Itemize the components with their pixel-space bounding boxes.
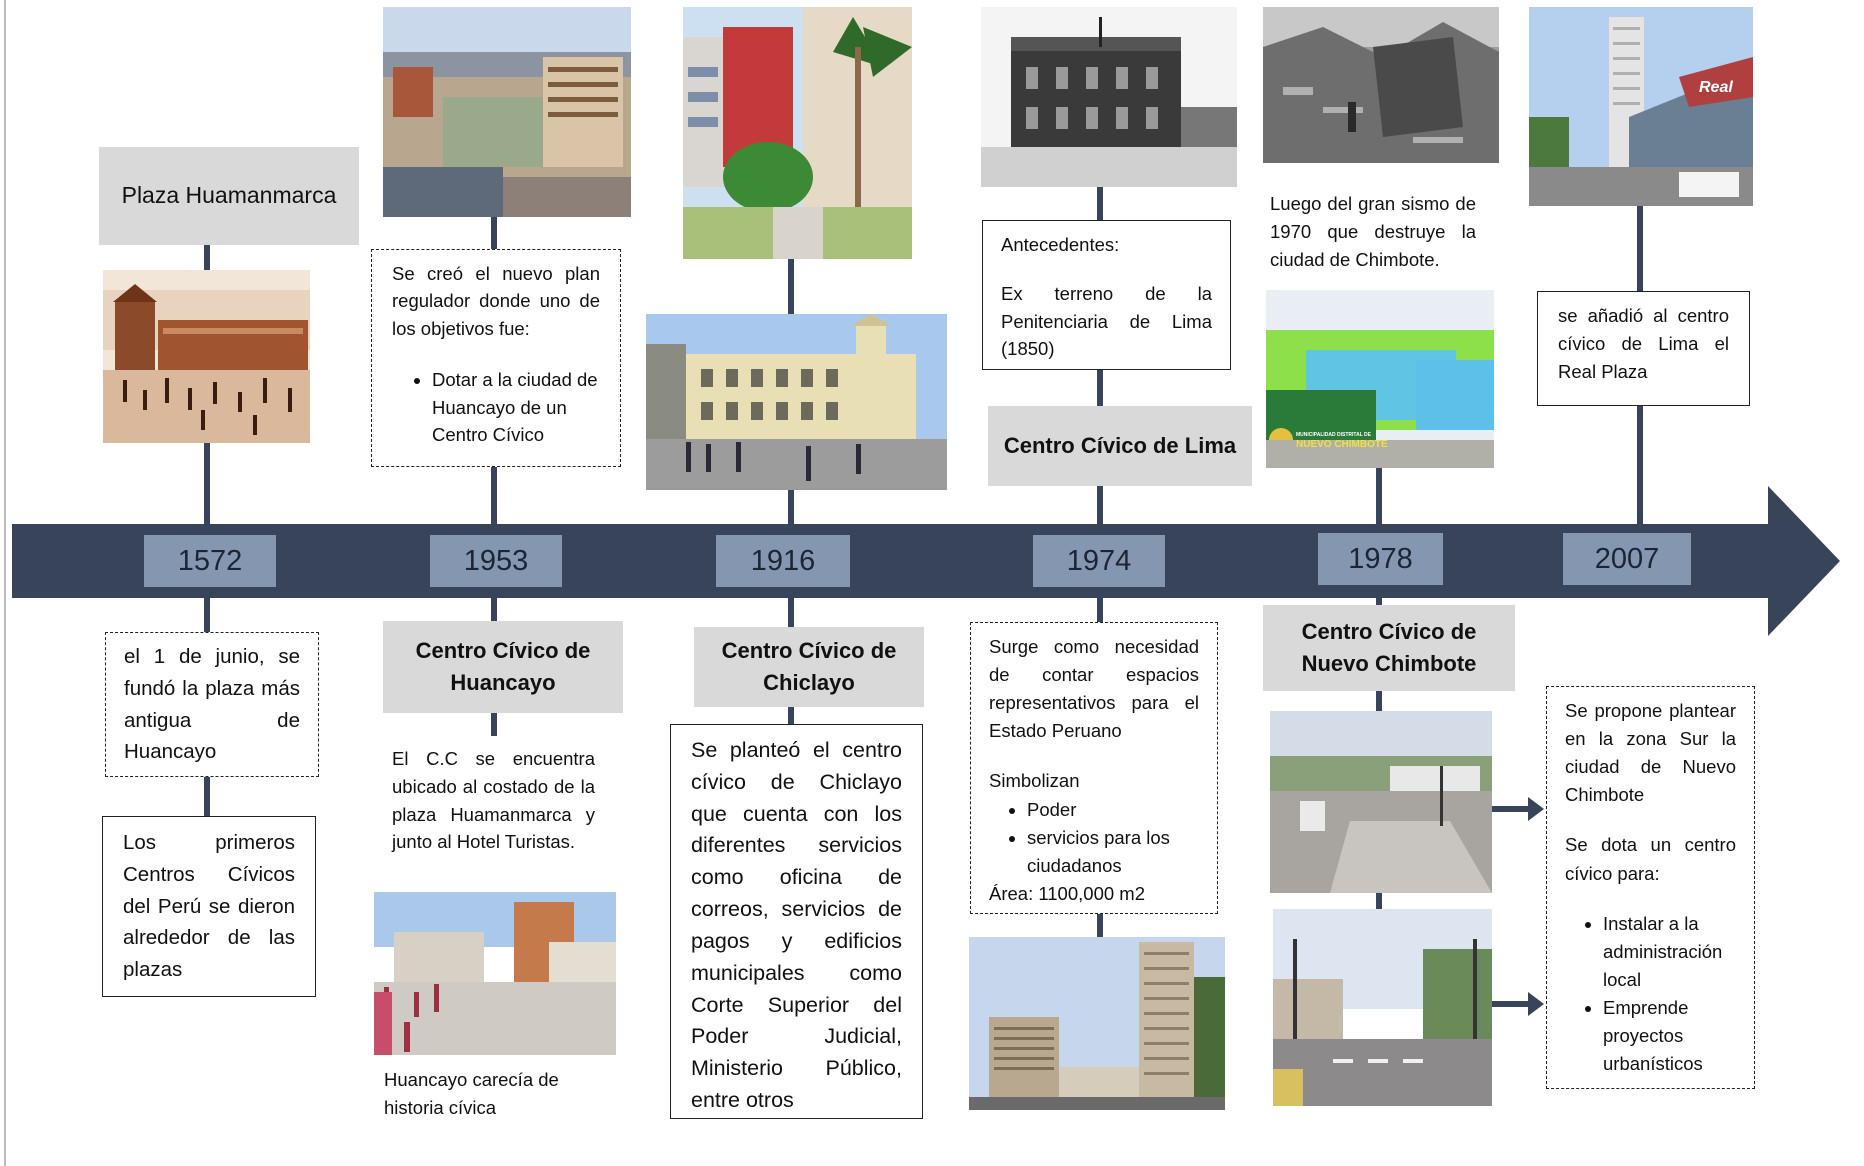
connector-2007-top-a [1637, 206, 1643, 291]
photo-huancayo-aerial [383, 7, 631, 217]
connector-1953-bottom-a [491, 597, 497, 623]
connector-1953-top-b [491, 466, 497, 533]
title-plaza-huamanmarca: Plaza Huamanmarca [99, 147, 359, 245]
box-2007-real-plaza: se añadió al centro cívico de Lima el Re… [1537, 291, 1750, 406]
box-2007-propuesta: Se propone plantear en la zona Sur la ci… [1546, 686, 1755, 1089]
photo-penitenciaria-lima [981, 7, 1237, 187]
year-1953: 1953 [430, 535, 562, 587]
antecedentes-heading: Antecedentes: [1001, 234, 1120, 255]
year-2007: 2007 [1563, 533, 1691, 585]
connector-1953-top-a [491, 216, 497, 249]
text-1953-ubicacion: El C.C se encuentra ubicado al costado d… [392, 745, 595, 856]
propuesta-bullet-instalar: Instalar a la administración local [1603, 910, 1736, 994]
connector-1974-top-b [1097, 370, 1103, 406]
page-left-border [4, 0, 6, 1166]
plan-regulador-bullet: Dotar a la ciudad de Huancayo de un Cent… [432, 366, 600, 448]
connector-2007-top-b [1637, 405, 1643, 533]
lima-simbolizan-label: Simbolizan [989, 770, 1080, 792]
year-1916: 1916 [716, 535, 850, 587]
timeline-arrow [12, 486, 1840, 636]
propuesta-bullet-emprende: Emprende proyectos urbanísticos [1603, 994, 1736, 1078]
photo-plaza-huamanmarca [103, 270, 310, 443]
box-1974-descripcion: Surge como necesidad de contar espacios … [970, 622, 1218, 914]
photo-real-plaza: Real [1529, 7, 1753, 206]
box-1916-descripcion: Se planteó el centro cívico de Chiclayo … [670, 724, 923, 1119]
lima-bullet-servicios: servicios para los ciudadanos [1027, 824, 1199, 880]
connector-1978-bottom-a [1376, 597, 1382, 605]
title-centro-civico-huancayo: Centro Cívico de Huancayo [383, 621, 623, 713]
connector-1978-top [1376, 468, 1382, 533]
photo-nuevo-chimbote-avenue [1273, 909, 1492, 1106]
year-1572: 1572 [144, 535, 276, 587]
year-1974: 1974 [1033, 535, 1165, 587]
connector-1572-bottom-b [204, 776, 210, 816]
box-1974-antecedentes: Antecedentes: Ex terreno de la Penitenci… [982, 220, 1231, 370]
connector-1974-bottom-a [1097, 597, 1103, 622]
arrow-to-2007-box-a [1490, 797, 1544, 821]
connector-1572-bottom-a [204, 597, 210, 632]
connector-1572-top-b [204, 443, 210, 533]
title-centro-civico-chiclayo: Centro Cívico de Chiclayo [694, 627, 924, 707]
year-1978: 1978 [1318, 533, 1443, 585]
antecedentes-text: Ex terreno de la Penitenciaria de Lima (… [1001, 283, 1212, 360]
propuesta-text: Se propone plantear en la zona Sur la ci… [1565, 700, 1736, 806]
sign-municipalidad-line1: MUNICIPALIDAD DISTRITAL DE [1296, 432, 1371, 438]
sign-real: Real [1699, 79, 1733, 96]
photo-nuevo-chimbote-street [1270, 711, 1492, 893]
connector-1572-top-a [204, 243, 210, 270]
box-1953-plan-regulador: Se creó el nuevo plan regulador donde un… [371, 249, 621, 467]
photo-huancayo-plaza [374, 892, 616, 1055]
photo-sismo-chimbote [1263, 7, 1499, 163]
connector-1974-top-c [1097, 486, 1103, 533]
propuesta-dota: Se dota un centro cívico para: [1565, 834, 1736, 884]
title-centro-civico-lima: Centro Cívico de Lima [988, 406, 1252, 486]
box-1572-primeros-centros: Los primeros Centros Cívicos del Perú se… [102, 816, 316, 997]
text-1978-sismo: Luego del gran sismo de 1970 que destruy… [1270, 190, 1476, 274]
connector-1916-bottom-a [788, 597, 794, 627]
connector-1916-bottom-b [788, 707, 794, 725]
photo-chiclayo-modern [683, 7, 912, 259]
photo-lima-towers [969, 937, 1225, 1110]
caption-1953-historia: Huancayo carecía de historia cívica [384, 1066, 584, 1122]
connector-1978-bottom-c [1376, 893, 1382, 909]
photo-chiclayo-municipal [646, 314, 947, 490]
photo-municipalidad-nuevo-chimbote: MUNICIPALIDAD DISTRITAL DE NUEVO CHIMBOT… [1266, 290, 1494, 468]
connector-1978-bottom-b [1376, 691, 1382, 711]
connector-1974-top-a [1097, 187, 1103, 220]
sign-municipalidad-line2: NUEVO CHIMBOTE [1296, 439, 1388, 450]
title-centro-civico-nuevo-chimbote: Centro Cívico de Nuevo Chimbote [1263, 605, 1515, 691]
arrow-to-2007-box-b [1490, 992, 1544, 1016]
connector-1916-top-a [788, 258, 794, 314]
box-1572-fundacion: el 1 de junio, se fundó la plaza más ant… [105, 632, 319, 777]
lima-necesidad-text: Surge como necesidad de contar espacios … [989, 636, 1199, 742]
connector-1953-bottom-b [491, 712, 497, 736]
lima-bullet-poder: Poder [1027, 796, 1199, 824]
connector-1974-bottom-b [1097, 913, 1103, 937]
lima-area: Área: 1100,000 m2 [989, 882, 1145, 904]
plan-regulador-text: Se creó el nuevo plan regulador donde un… [392, 263, 600, 339]
connector-1916-top-b [788, 490, 794, 533]
